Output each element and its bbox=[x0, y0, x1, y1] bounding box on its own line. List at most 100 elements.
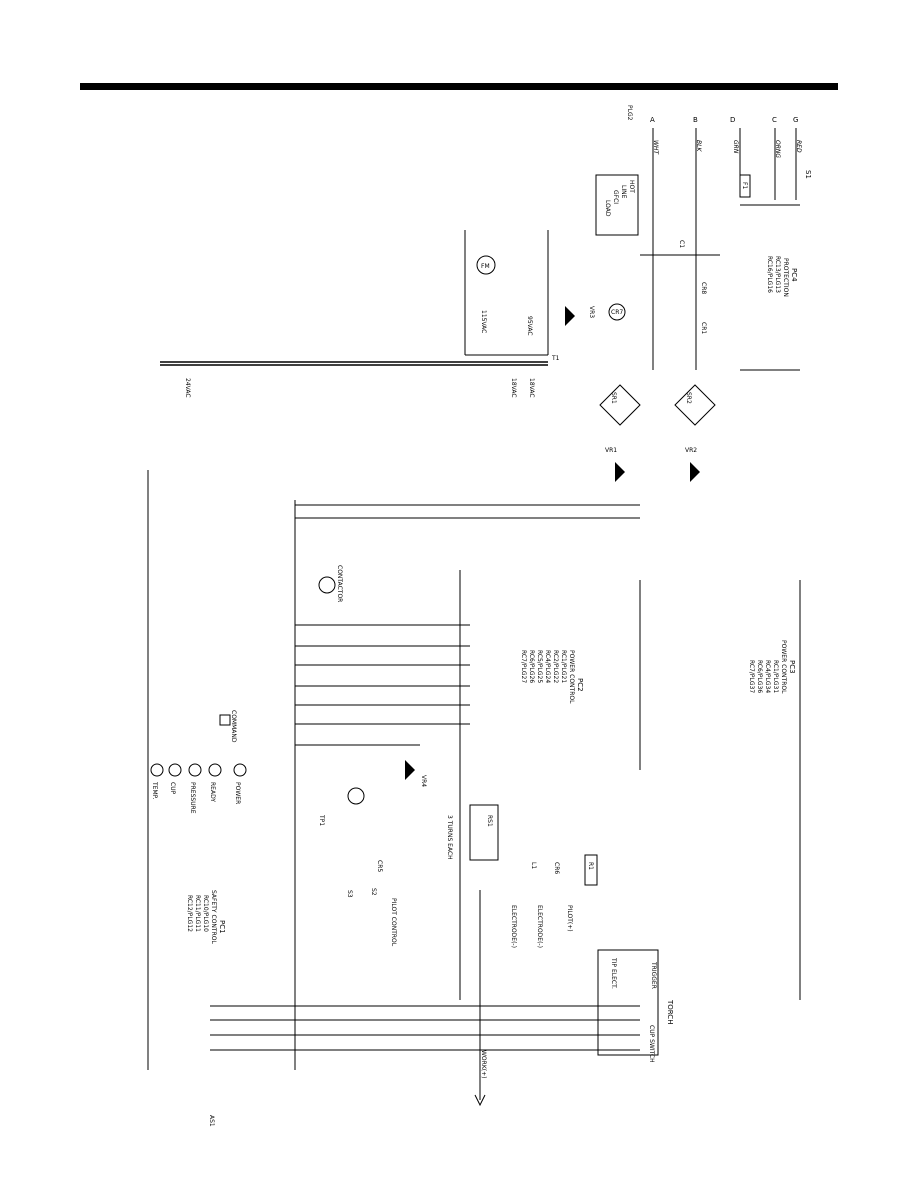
input-d: D bbox=[730, 116, 735, 124]
contactor-coil bbox=[318, 576, 336, 594]
electrode-2: ELECTRODE(-) bbox=[536, 905, 543, 948]
input-c: C bbox=[772, 116, 777, 124]
pc2-ref-1: RC2/PLG22 bbox=[552, 650, 559, 683]
s1-label: S1 bbox=[804, 170, 812, 179]
pc4-ref-0: RC13/PLG13 bbox=[774, 256, 781, 293]
cup-lamp bbox=[168, 763, 182, 777]
pressure-text: PRESSURE bbox=[189, 782, 196, 814]
orng-label: ORNG bbox=[774, 140, 781, 158]
pc3-title: PC3 bbox=[788, 660, 796, 674]
pc3-block: PC3 POWER CONTROL RC1/PLG31 RC4/PLG34 RC… bbox=[748, 640, 796, 694]
harness bbox=[147, 470, 801, 1107]
red-label: RED bbox=[795, 140, 802, 153]
power-text: POWER bbox=[234, 782, 241, 804]
fuse-f1 bbox=[739, 174, 751, 198]
vr4-symbol bbox=[405, 760, 415, 780]
contactor-label: CONTACTOR bbox=[336, 565, 343, 602]
pc1-title: PC1 bbox=[218, 920, 226, 934]
torch-tip-elect: TIP ELECT. bbox=[610, 957, 617, 989]
cr6-label: CR6 bbox=[553, 862, 560, 874]
input-b: B bbox=[693, 116, 698, 124]
rs1-note: 3 TURNS EACH bbox=[446, 815, 453, 860]
pc3-ref-3: RC7/PLG37 bbox=[748, 660, 755, 693]
pilot-plus: PILOT(+) bbox=[566, 905, 573, 932]
sr2-label: SR2 bbox=[685, 392, 692, 404]
power-lamp bbox=[233, 763, 247, 777]
schematic-rotated: A B C D G WHT BLK ORNG GRN RED S1 F1 PC4… bbox=[147, 105, 812, 1127]
w-95: 95VAC bbox=[526, 316, 533, 336]
rs1-label: RS1 bbox=[486, 815, 493, 827]
pc4-subtitle: PROTECTION bbox=[782, 258, 789, 297]
fm-label: FM bbox=[481, 263, 490, 270]
torch-block: TORCH TRIGGER CUP SWITCH TIP ELECT. bbox=[597, 949, 674, 1063]
s2-label: S2 bbox=[370, 888, 377, 896]
blk-label: BLK bbox=[695, 140, 702, 152]
lf-load: LOAD bbox=[604, 200, 611, 217]
sr1-label: SR1 bbox=[610, 392, 617, 404]
temp-text: TEMP. bbox=[151, 781, 158, 799]
w-18b: 18VAC bbox=[528, 378, 535, 398]
torch-cup-switch: CUP SWITCH bbox=[648, 1025, 655, 1063]
pc3-ref-2: RC6/PLG36 bbox=[756, 660, 763, 693]
temp-lamp bbox=[150, 763, 164, 777]
rs1-shunt bbox=[469, 804, 499, 861]
lf-gfci: GFCI bbox=[612, 190, 619, 204]
vr4-label: VR4 bbox=[420, 775, 427, 787]
l1-label: L1 bbox=[530, 862, 537, 869]
t1-label: T1 bbox=[551, 355, 560, 362]
cr5-label: CR5 bbox=[376, 860, 383, 872]
plg2-label: PLG2 bbox=[626, 105, 633, 121]
vr3-label: VR3 bbox=[588, 306, 595, 318]
vr3-symbol bbox=[565, 306, 575, 326]
pc4-title: PC4 bbox=[790, 268, 798, 282]
cr5-coil bbox=[347, 787, 365, 805]
transformer-t1: T1 115VAC 95VAC 18VAC 18VAC 24VAC FM bbox=[160, 230, 560, 398]
fan-fm bbox=[476, 255, 496, 275]
command-box bbox=[219, 714, 231, 726]
line-filter: PLG2 HOT LINE GFCI LOAD bbox=[595, 105, 639, 236]
header-bar bbox=[80, 83, 838, 90]
vr2-label: VR2 bbox=[685, 447, 697, 454]
grn-label: GRN bbox=[732, 140, 739, 154]
sr1-bridge bbox=[599, 384, 641, 426]
vr1-label: VR1 bbox=[605, 447, 617, 454]
pc3-ref-1: RC4/PLG34 bbox=[764, 660, 771, 693]
pc2-block: PC2 POWER CONTROL RC1/PLG21 RC2/PLG22 RC… bbox=[520, 650, 584, 704]
pc2-ref-5: RC7/PLG27 bbox=[520, 650, 527, 683]
torch-title: TORCH bbox=[666, 999, 674, 1024]
pc2-ref-0: RC1/PLG21 bbox=[560, 650, 567, 683]
pc3-ref-0: RC1/PLG31 bbox=[772, 660, 779, 693]
tp1-label: TP1 bbox=[318, 814, 325, 826]
pc2-title: PC2 bbox=[576, 678, 584, 692]
pc1-ref-0: RC10/PLG10 bbox=[202, 895, 209, 932]
pc1-ref-2: RC12/PLG12 bbox=[186, 895, 193, 932]
electrode-1: ELECTRODE(-) bbox=[510, 905, 517, 948]
wht-label: WHT bbox=[652, 140, 659, 155]
sr2-bridge bbox=[674, 384, 716, 426]
as1-label: AS1 bbox=[208, 1115, 215, 1127]
vr2-symbol bbox=[690, 462, 700, 482]
pressure-lamp bbox=[188, 763, 202, 777]
input-lines: A B C D G WHT BLK ORNG GRN RED bbox=[650, 116, 802, 370]
pilot-control-label: PILOT CONTROL bbox=[390, 898, 397, 947]
status-lamps: POWER READY PRESSURE CUP TEMP. bbox=[150, 763, 247, 814]
cup-text: CUP bbox=[169, 782, 176, 795]
input-g: G bbox=[793, 116, 798, 124]
w-18a: 18VAC bbox=[510, 378, 517, 398]
bridge-rectifiers: SR1 SR2 VR1 VR2 bbox=[599, 384, 716, 482]
s3-label: S3 bbox=[346, 890, 353, 898]
w-24: 24VAC bbox=[184, 378, 191, 398]
input-a: A bbox=[650, 116, 655, 124]
cr1-label: CR1 bbox=[700, 322, 707, 334]
r1-label: R1 bbox=[587, 862, 594, 870]
r1-resistor bbox=[584, 854, 598, 886]
cr7-coil bbox=[608, 303, 626, 321]
pc3-subtitle: POWER CONTROL bbox=[780, 640, 787, 694]
pc1-subtitle: SAFETY CONTROL bbox=[210, 890, 217, 944]
pc4-ref-1: RC16/PLG16 bbox=[766, 256, 773, 293]
lf-line: LINE bbox=[620, 185, 627, 199]
pc2-ref-4: RC6/PLG26 bbox=[528, 650, 535, 683]
ready-lamp bbox=[208, 763, 222, 777]
cr8-label: CR8 bbox=[700, 282, 707, 294]
